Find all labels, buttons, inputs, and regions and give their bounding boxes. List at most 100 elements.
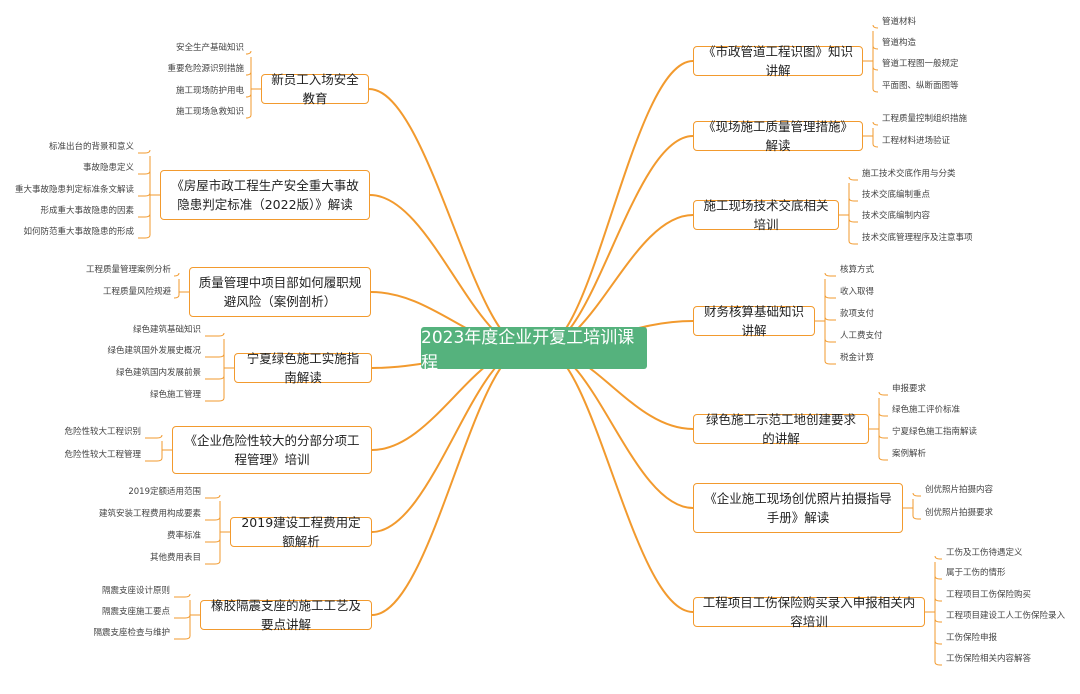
leaf-branch — [872, 45, 879, 50]
left-topic-4[interactable]: 宁夏绿色施工实施指南解读 — [234, 351, 372, 385]
leaf-branch — [245, 71, 252, 76]
leaf-branch — [138, 234, 151, 239]
leaf-branch — [138, 192, 151, 197]
left-subtopic-6-4[interactable]: 其他费用表目 — [149, 553, 201, 563]
right-subtopic-2-1[interactable]: 工程质量控制组织措施 — [882, 114, 968, 124]
leaf-branch — [824, 294, 836, 299]
leaf-branch — [138, 213, 151, 218]
leaf-branch — [245, 50, 252, 55]
left-subtopic-1-2[interactable]: 重要危险源识别措施 — [167, 64, 244, 74]
leaf-branch — [145, 434, 163, 439]
right-subtopic-4-4[interactable]: 人工费支付 — [840, 331, 883, 341]
left-subtopic-4-3[interactable]: 绿色建筑国内发展前景 — [115, 368, 201, 378]
left-subtopic-1-3[interactable]: 施工现场防护用电 — [175, 86, 244, 96]
left-subtopic-1-1[interactable]: 安全生产基础知识 — [175, 43, 244, 53]
right-subtopic-2-2[interactable]: 工程材料进场验证 — [882, 136, 951, 146]
leaf-branch — [878, 391, 888, 396]
right-subtopic-5-3[interactable]: 宁夏绿色施工指南解读 — [892, 427, 978, 437]
right-subtopic-1-4[interactable]: 平面图、纵断面图等 — [882, 81, 959, 91]
right-subtopic-1-2[interactable]: 管道构造 — [882, 38, 917, 48]
leaf-branch — [205, 397, 225, 402]
right-subtopic-7-3[interactable]: 工程项目工伤保险购买 — [946, 590, 1032, 600]
right-subtopic-7-1[interactable]: 工伤及工伤待遇定义 — [946, 548, 1023, 558]
right-subtopic-6-2[interactable]: 创优照片拍摄要求 — [925, 508, 994, 518]
left-topic-1[interactable]: 新员工入场安全教育 — [261, 72, 369, 106]
left-topic-5[interactable]: 《企业危险性较大的分部分项工程管理》培训 — [172, 426, 372, 474]
leaf-branch — [824, 338, 836, 343]
left-subtopic-2-5[interactable]: 如何防范重大事故隐患的形成 — [23, 227, 134, 237]
right-topic-4[interactable]: 财务核算基础知识讲解 — [693, 304, 815, 338]
right-subtopic-4-5[interactable]: 税金计算 — [840, 353, 875, 363]
leaf-branch — [934, 618, 942, 623]
right-topic-7[interactable]: 工程项目工伤保险购买录入申报相关内容培训 — [693, 595, 925, 629]
left-subtopic-2-2[interactable]: 事故隐患定义 — [82, 163, 134, 173]
left-subtopic-6-3[interactable]: 费率标准 — [166, 531, 201, 541]
leaf-branch — [824, 272, 836, 277]
left-subtopic-5-2[interactable]: 危险性较大工程管理 — [64, 450, 141, 460]
leaf-branch — [173, 294, 180, 299]
left-subtopic-4-1[interactable]: 绿色建筑基础知识 — [132, 325, 201, 335]
right-subtopic-3-1[interactable]: 施工技术交底作用与分类 — [862, 169, 956, 179]
leaf-branch — [878, 434, 888, 439]
left-subtopic-3-1[interactable]: 工程质量管理案例分析 — [85, 265, 171, 275]
left-subtopic-6-1[interactable]: 2019定额适用范围 — [128, 487, 201, 497]
right-subtopic-3-2[interactable]: 技术交底编制重点 — [862, 190, 931, 200]
right-topic-6[interactable]: 《企业施工现场创优照片拍摄指导手册》解读 — [693, 483, 903, 533]
right-subtopic-5-2[interactable]: 绿色施工评价标准 — [892, 405, 961, 415]
right-subtopic-7-4[interactable]: 工程项目建设工人工伤保险录入 — [946, 611, 1066, 621]
central-topic[interactable]: 2023年度企业开复工培训课程 — [421, 327, 647, 373]
right-subtopic-7-2[interactable]: 属于工伤的情形 — [946, 568, 1006, 578]
right-subtopic-1-3[interactable]: 管道工程图一般规定 — [882, 59, 959, 69]
right-subtopic-5-4[interactable]: 案例解析 — [892, 449, 927, 459]
leaf-branch — [872, 24, 879, 29]
right-subtopic-1-1[interactable]: 管道材料 — [882, 17, 917, 27]
left-subtopic-3-2[interactable]: 工程质量风险规避 — [102, 287, 171, 297]
left-topic-7[interactable]: 橡胶隔震支座的施工工艺及要点讲解 — [200, 598, 372, 632]
right-topic-1[interactable]: 《市政管道工程识图》知识讲解 — [693, 44, 863, 78]
left-subtopic-6-2[interactable]: 建筑安装工程费用构成要素 — [98, 509, 201, 519]
left-subtopic-4-2[interactable]: 绿色建筑国外发展史概况 — [107, 346, 201, 356]
leaf-branch — [934, 555, 942, 560]
left-subtopic-2-1[interactable]: 标准出台的背景和意义 — [48, 142, 134, 152]
branch-line — [541, 135, 694, 349]
right-subtopic-4-3[interactable]: 款项支付 — [840, 309, 875, 319]
leaf-branch — [173, 272, 180, 277]
left-subtopic-4-4[interactable]: 绿色施工管理 — [149, 390, 201, 400]
right-topic-5[interactable]: 绿色施工示范工地创建要求的讲解 — [693, 412, 869, 446]
left-subtopic-7-3[interactable]: 隔震支座检查与维护 — [93, 628, 170, 638]
right-subtopic-7-5[interactable]: 工伤保险申报 — [946, 633, 998, 643]
leaf-branch — [934, 575, 942, 580]
right-subtopic-3-3[interactable]: 技术交底编制内容 — [862, 211, 931, 221]
left-subtopic-2-4[interactable]: 形成重大事故隐患的因素 — [40, 206, 134, 216]
right-subtopic-7-6[interactable]: 工伤保险相关内容解答 — [946, 654, 1032, 664]
right-subtopic-4-2[interactable]: 收入取得 — [840, 287, 875, 297]
leaf-branch — [878, 456, 888, 461]
leaf-branch — [205, 494, 221, 499]
right-topic-3[interactable]: 施工现场技术交底相关培训 — [693, 198, 839, 232]
left-topic-6[interactable]: 2019建设工程费用定额解析 — [230, 515, 372, 549]
left-subtopic-5-1[interactable]: 危险性较大工程识别 — [64, 427, 141, 437]
right-subtopic-5-1[interactable]: 申报要求 — [892, 384, 927, 394]
branch-line — [541, 347, 694, 613]
right-subtopic-6-1[interactable]: 创优照片拍摄内容 — [925, 485, 994, 495]
left-subtopic-7-2[interactable]: 隔震支座施工要点 — [101, 607, 170, 617]
left-subtopic-2-3[interactable]: 重大事故隐患判定标准条文解读 — [14, 185, 134, 195]
leaf-branch — [205, 375, 225, 380]
left-topic-3[interactable]: 质量管理中项目部如何履职规避风险（案例剖析） — [189, 267, 371, 317]
leaf-branch — [824, 360, 836, 365]
left-subtopic-7-1[interactable]: 隔震支座设计原则 — [101, 586, 170, 596]
leaf-branch — [245, 93, 252, 98]
leaf-branch — [872, 143, 879, 148]
leaf-branch — [174, 593, 191, 598]
branch-line — [371, 347, 527, 533]
branch-line — [541, 60, 694, 349]
leaf-branch — [848, 240, 858, 245]
leaf-branch — [205, 538, 221, 543]
right-subtopic-4-1[interactable]: 核算方式 — [840, 265, 875, 275]
leaf-branch — [878, 412, 888, 417]
right-topic-2[interactable]: 《现场施工质量管理措施》解读 — [693, 119, 863, 153]
leaf-branch — [912, 492, 921, 497]
right-subtopic-3-4[interactable]: 技术交底管理程序及注意事项 — [862, 233, 973, 243]
left-subtopic-1-4[interactable]: 施工现场急救知识 — [175, 107, 244, 117]
left-topic-2[interactable]: 《房屋市政工程生产安全重大事故隐患判定标准（2022版）》解读 — [160, 170, 370, 220]
